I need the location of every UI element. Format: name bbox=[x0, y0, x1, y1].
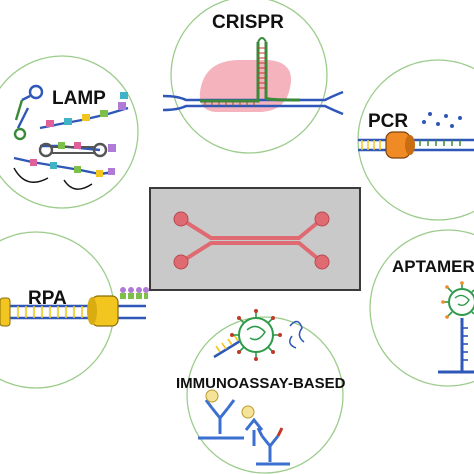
rpa-panel: RPA bbox=[0, 231, 149, 389]
chip-inlet-top-left bbox=[173, 211, 189, 227]
immunoassay-circle bbox=[186, 316, 344, 474]
lamp-circle bbox=[0, 55, 139, 209]
pcr-polymerase-icon bbox=[358, 112, 474, 159]
aptamer-circle bbox=[369, 229, 474, 387]
pcr-label: PCR bbox=[368, 111, 408, 132]
lamp-panel: LAMP bbox=[0, 55, 139, 209]
aptamer-label: APTAMER bbox=[392, 257, 474, 276]
rpa-recombinase-icon bbox=[0, 287, 149, 327]
pcr-panel: PCR bbox=[357, 59, 474, 221]
crispr-label: CRISPR bbox=[212, 12, 284, 33]
crispr-panel: CRISPR bbox=[162, 0, 344, 154]
antibody-virus-icon bbox=[198, 309, 305, 466]
chip-outlet-top-right bbox=[314, 211, 330, 227]
microfluidic-chip-icon bbox=[149, 187, 361, 291]
aptamer-virus-icon bbox=[438, 281, 474, 374]
lamp-label: LAMP bbox=[52, 88, 106, 109]
chip-inlet-bottom-left bbox=[173, 254, 189, 270]
lamp-primer-blocks bbox=[30, 92, 128, 177]
immunoassay-panel: IMMUNOASSAY-BASED bbox=[176, 309, 346, 474]
aptamer-panel: APTAMER bbox=[369, 229, 474, 387]
rpa-label: RPA bbox=[28, 288, 67, 309]
immunoassay-label: IMMUNOASSAY-BASED bbox=[176, 375, 346, 392]
chip-outlet-bottom-right bbox=[314, 254, 330, 270]
crispr-cas-complex-icon bbox=[162, 37, 344, 116]
